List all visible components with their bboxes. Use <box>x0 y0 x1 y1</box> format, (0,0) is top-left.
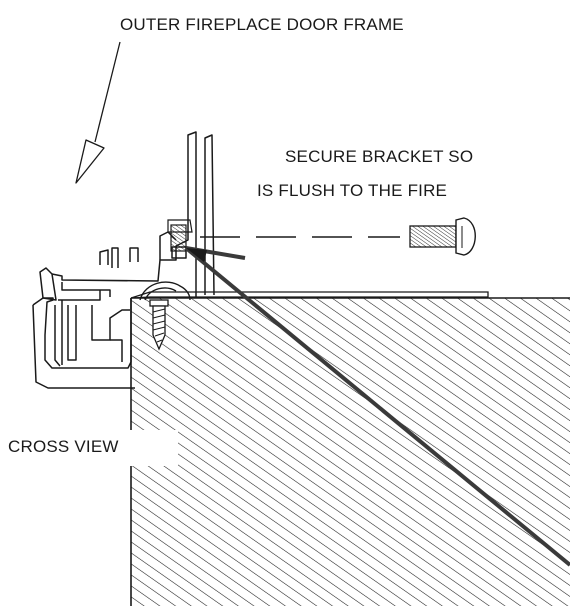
frame-leader-arrow <box>75 41 121 184</box>
threaded-insert <box>167 219 193 252</box>
bracket-flange-plate <box>130 291 489 299</box>
instruction-label-line1: SECURE BRACKET SO <box>285 147 473 166</box>
outer-frame-label: OUTER FIREPLACE DOOR FRAME <box>120 15 404 34</box>
wood-screw-icon <box>149 299 169 351</box>
instruction-leader-line <box>184 246 570 567</box>
cross-view-label-background <box>0 430 178 466</box>
instruction-label-line2: IS FLUSH TO THE FIRE <box>257 181 447 200</box>
fireplace-wall-section <box>130 297 570 606</box>
outer-frame-extrusion <box>32 131 215 389</box>
clip-spring <box>139 281 191 301</box>
machine-screw-icon <box>409 217 476 256</box>
cross-view-label: CROSS VIEW <box>8 437 119 456</box>
